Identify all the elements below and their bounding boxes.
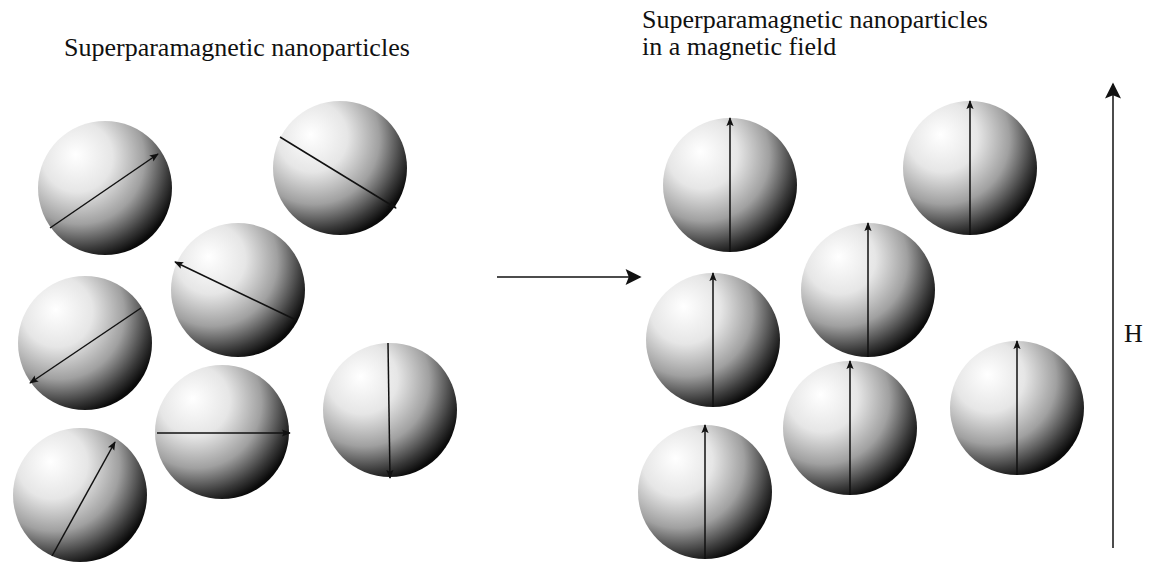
- field-arrow: [1112, 84, 1114, 548]
- moment-arrow: [175, 262, 296, 320]
- moment-arrow: [52, 442, 115, 556]
- nanoparticle: [323, 343, 457, 477]
- nanoparticle: [801, 223, 935, 357]
- aligned-particles: [638, 101, 1084, 559]
- nanoparticle: [783, 361, 917, 495]
- panel-heading: Superparamagnetic nanoparticles in a mag…: [642, 6, 1007, 60]
- moment-arrow: [867, 223, 869, 357]
- nanoparticle: [646, 273, 780, 407]
- nanoparticle: [155, 365, 289, 499]
- nanoparticle: [273, 101, 407, 235]
- nanoparticle: [638, 425, 772, 559]
- moment-arrow: [30, 308, 141, 383]
- transition-arrow: [497, 276, 640, 278]
- moment-arrow: [280, 137, 396, 208]
- moment-arrow: [1016, 341, 1018, 475]
- moment-arrow: [969, 101, 971, 235]
- nanoparticle: [950, 341, 1084, 475]
- moment-arrow: [712, 273, 714, 407]
- nanoparticle: [663, 118, 797, 252]
- moment-arrow: [388, 343, 390, 478]
- moment-arrow: [157, 432, 290, 434]
- nanoparticle: [18, 276, 152, 410]
- nanoparticle: [903, 101, 1037, 235]
- moment-arrow: [50, 154, 158, 228]
- nanoparticle: [171, 223, 305, 357]
- moment-arrow: [729, 118, 731, 252]
- nanoparticle: [38, 121, 172, 255]
- panel-heading: Superparamagnetic nanoparticles: [64, 34, 484, 61]
- moment-arrow: [704, 425, 706, 559]
- field-symbol: H: [1124, 320, 1143, 347]
- random-particles: [13, 101, 457, 562]
- moment-arrow: [849, 361, 851, 495]
- nanoparticle: [13, 428, 147, 562]
